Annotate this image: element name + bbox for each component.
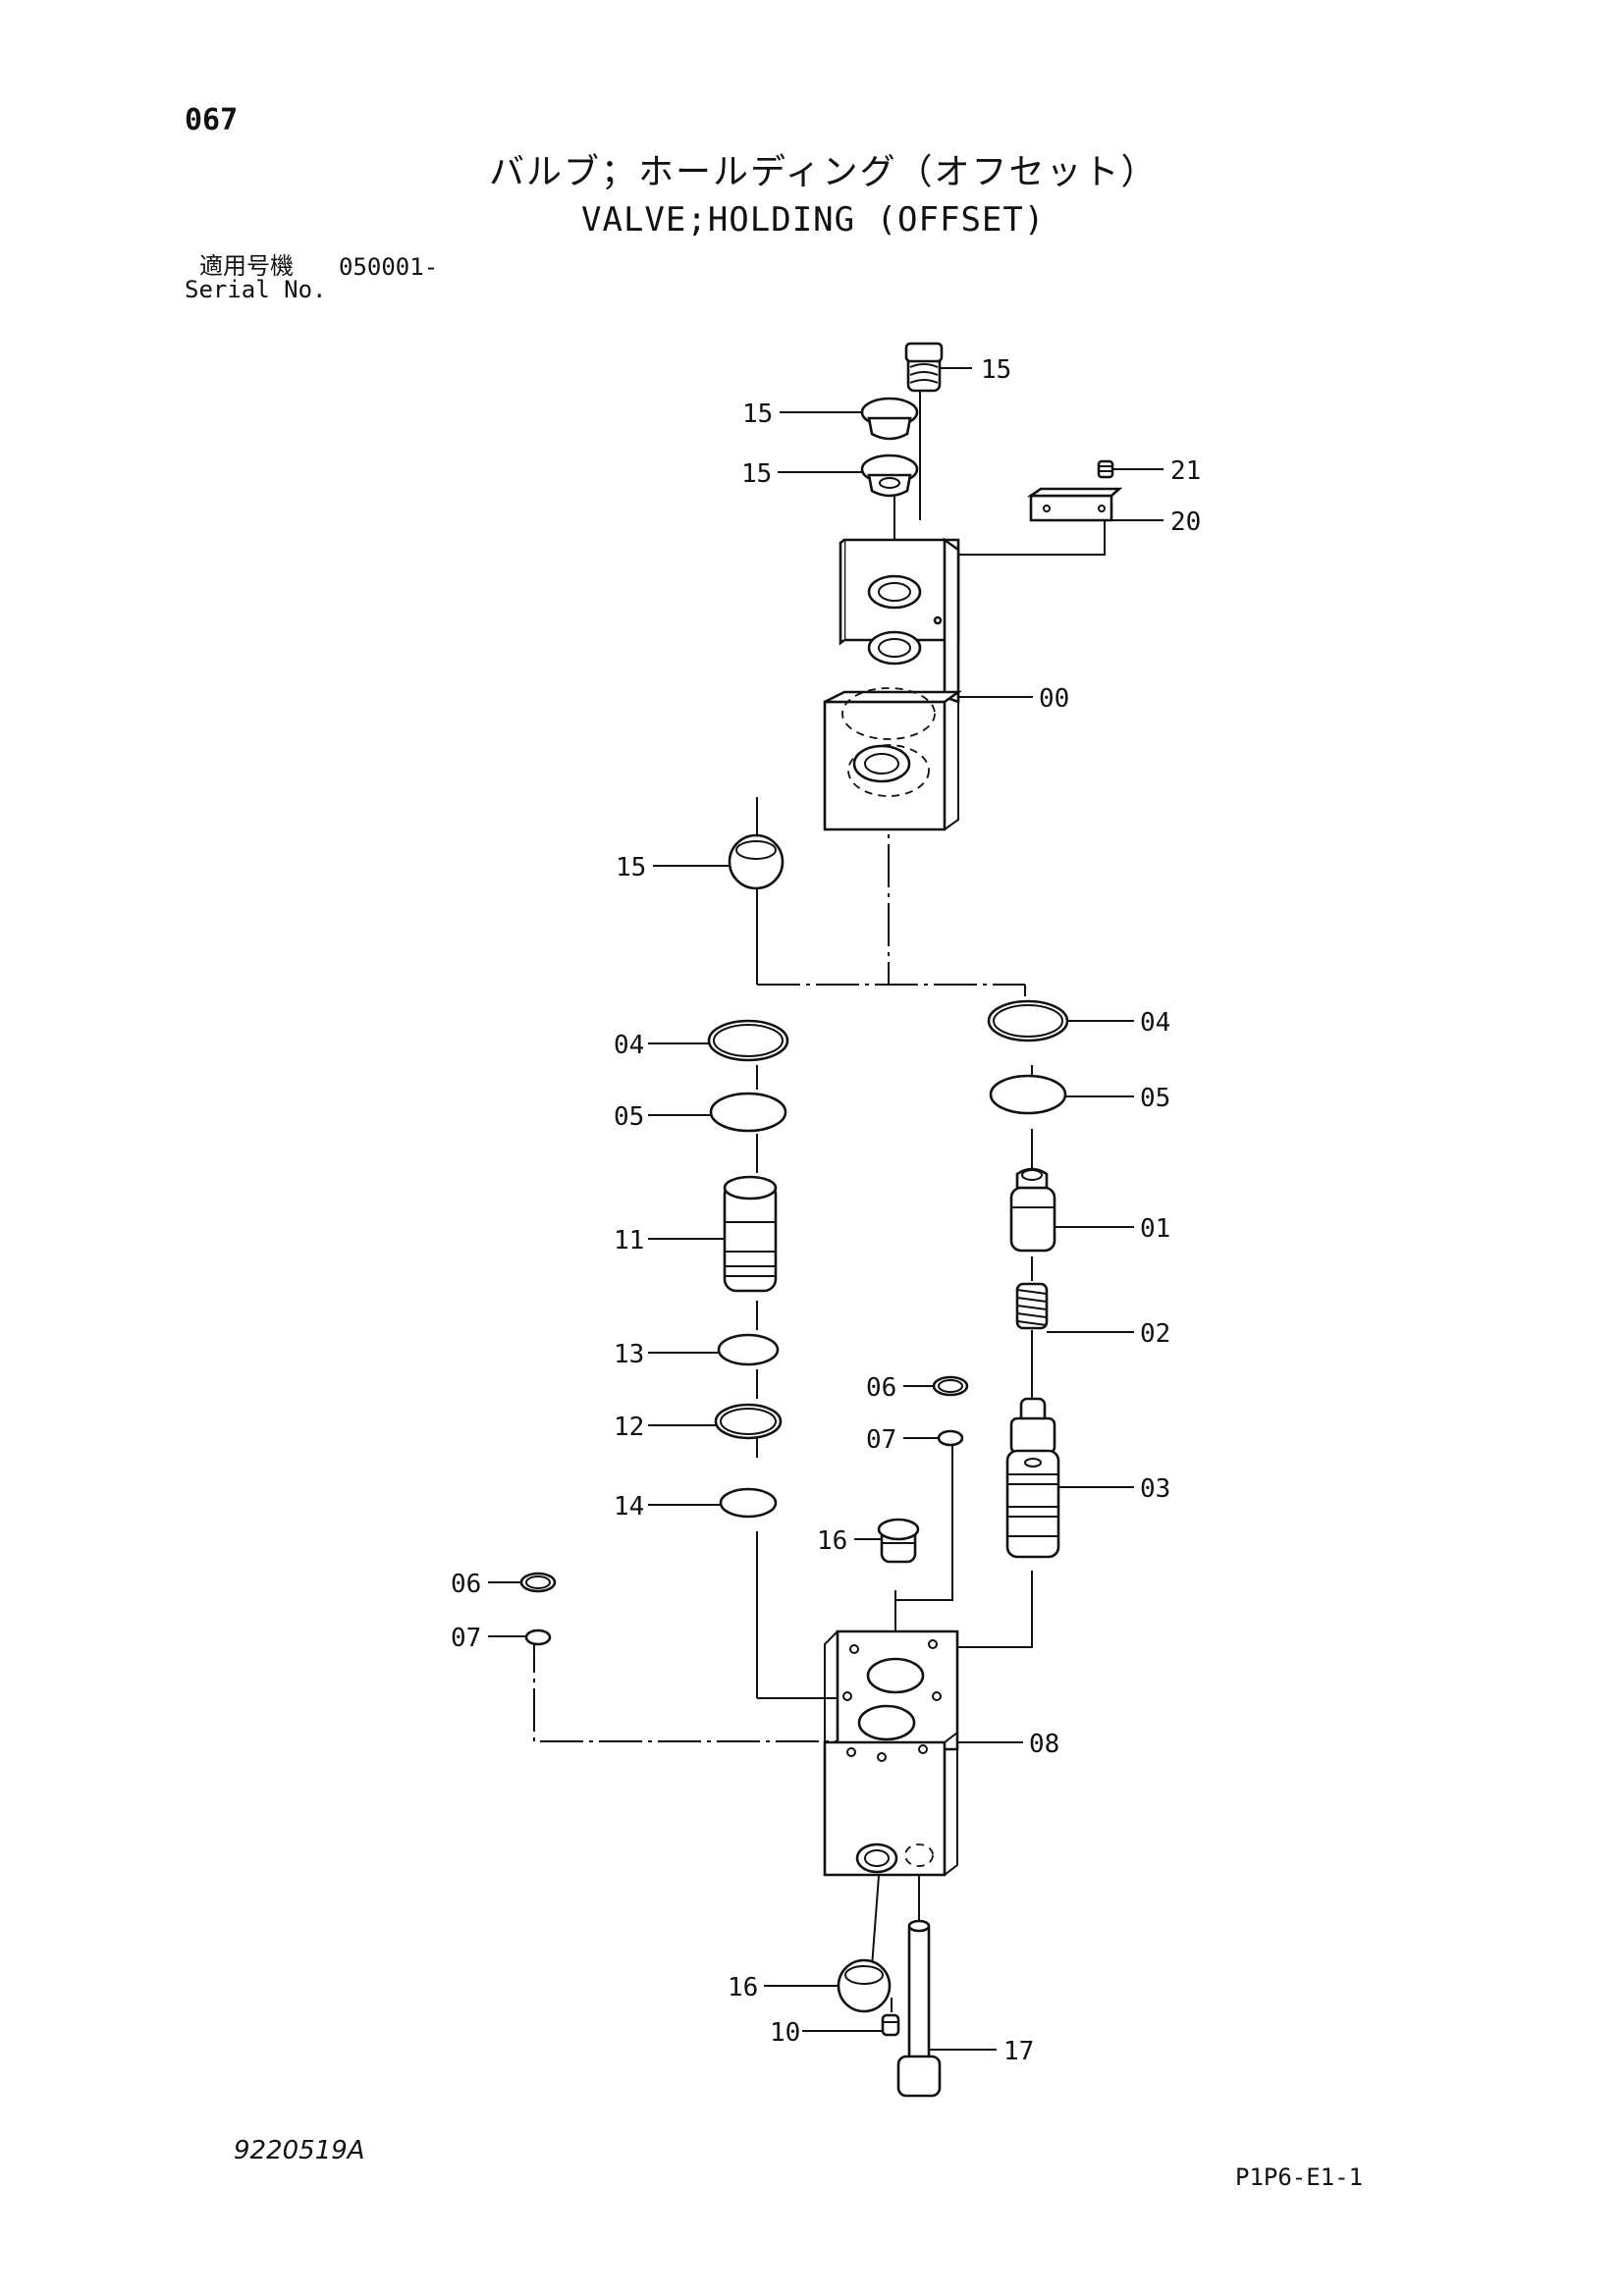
callout-04: 04 bbox=[614, 1031, 644, 1060]
part-08-valve-body bbox=[823, 1629, 959, 1877]
callout-08: 08 bbox=[1029, 1730, 1059, 1759]
serial-range: 050001- bbox=[339, 253, 439, 281]
callout-labels: 15 15 15 21 20 00 15 04 04 05 05 11 01 0… bbox=[451, 355, 1201, 2066]
serial-label-japanese: 適用号機 bbox=[199, 252, 294, 280]
part-02-spring bbox=[1015, 1282, 1049, 1330]
callout-15: 15 bbox=[616, 853, 646, 882]
callout-07: 07 bbox=[866, 1425, 896, 1455]
part-01-poppet bbox=[1009, 1167, 1056, 1253]
callout-12: 12 bbox=[614, 1413, 644, 1442]
callout-17: 17 bbox=[1003, 2037, 1034, 2066]
callout-15: 15 bbox=[981, 355, 1011, 385]
part-03-cartridge bbox=[1005, 1397, 1060, 1559]
part-06-washer-left bbox=[519, 1572, 557, 1593]
callout-00: 00 bbox=[1039, 684, 1069, 714]
part-15-side-cap bbox=[728, 833, 785, 890]
callout-lines bbox=[488, 367, 1164, 2051]
part-04-ring-left bbox=[707, 1019, 789, 1062]
callout-01: 01 bbox=[1140, 1214, 1170, 1244]
callout-10: 10 bbox=[770, 2018, 800, 2048]
part-07-oring-left bbox=[524, 1629, 552, 1646]
part-14-ring bbox=[719, 1487, 778, 1519]
part-21-screw bbox=[1097, 459, 1114, 479]
callout-15: 15 bbox=[741, 459, 772, 489]
callout-06: 06 bbox=[866, 1373, 896, 1403]
drawing-number: 9220519A bbox=[234, 2136, 365, 2165]
part-15-cap-2 bbox=[860, 454, 919, 498]
callout-16: 16 bbox=[817, 1526, 847, 1556]
callout-05: 05 bbox=[614, 1102, 644, 1132]
title-japanese: バルブ；ホールディング（オフセット） bbox=[489, 152, 1159, 192]
sheet-code: P1P6-E1-1 bbox=[1235, 2163, 1364, 2191]
part-07-oring-middle bbox=[937, 1429, 964, 1447]
part-06-washer-middle bbox=[932, 1375, 969, 1397]
part-13-ring bbox=[717, 1333, 780, 1366]
callout-14: 14 bbox=[614, 1492, 644, 1522]
part-17-bolt bbox=[896, 1919, 942, 2098]
part-05-ring-right bbox=[989, 1074, 1067, 1115]
callout-21: 21 bbox=[1170, 456, 1201, 486]
title-english: VALVE;HOLDING (OFFSET) bbox=[581, 200, 1046, 240]
part-20-bracket bbox=[1026, 487, 1123, 522]
serial-label-english: Serial No. bbox=[185, 276, 327, 303]
part-00-valve-body bbox=[823, 537, 963, 831]
part-10-set-screw bbox=[881, 2013, 900, 2037]
callout-06: 06 bbox=[451, 1570, 481, 1599]
callout-04: 04 bbox=[1140, 1008, 1170, 1038]
part-15-cap-1 bbox=[860, 397, 919, 441]
callout-07: 07 bbox=[451, 1624, 481, 1653]
part-16-plug-top bbox=[877, 1518, 920, 1564]
callout-03: 03 bbox=[1140, 1474, 1170, 1504]
callout-16: 16 bbox=[728, 1973, 758, 2002]
callout-02: 02 bbox=[1140, 1319, 1170, 1349]
part-16-plug-bottom bbox=[837, 1958, 892, 2013]
callout-13: 13 bbox=[614, 1340, 644, 1369]
part-11-spool bbox=[723, 1175, 778, 1293]
callout-11: 11 bbox=[614, 1226, 644, 1255]
page-number: 067 bbox=[185, 103, 239, 137]
callout-15: 15 bbox=[742, 400, 773, 429]
callout-05: 05 bbox=[1140, 1084, 1170, 1113]
callout-20: 20 bbox=[1170, 507, 1201, 537]
part-05-ring-left bbox=[709, 1092, 787, 1133]
part-12-ring bbox=[714, 1403, 783, 1440]
part-15-plug-top bbox=[904, 342, 944, 393]
part-04-ring-right bbox=[987, 999, 1069, 1042]
